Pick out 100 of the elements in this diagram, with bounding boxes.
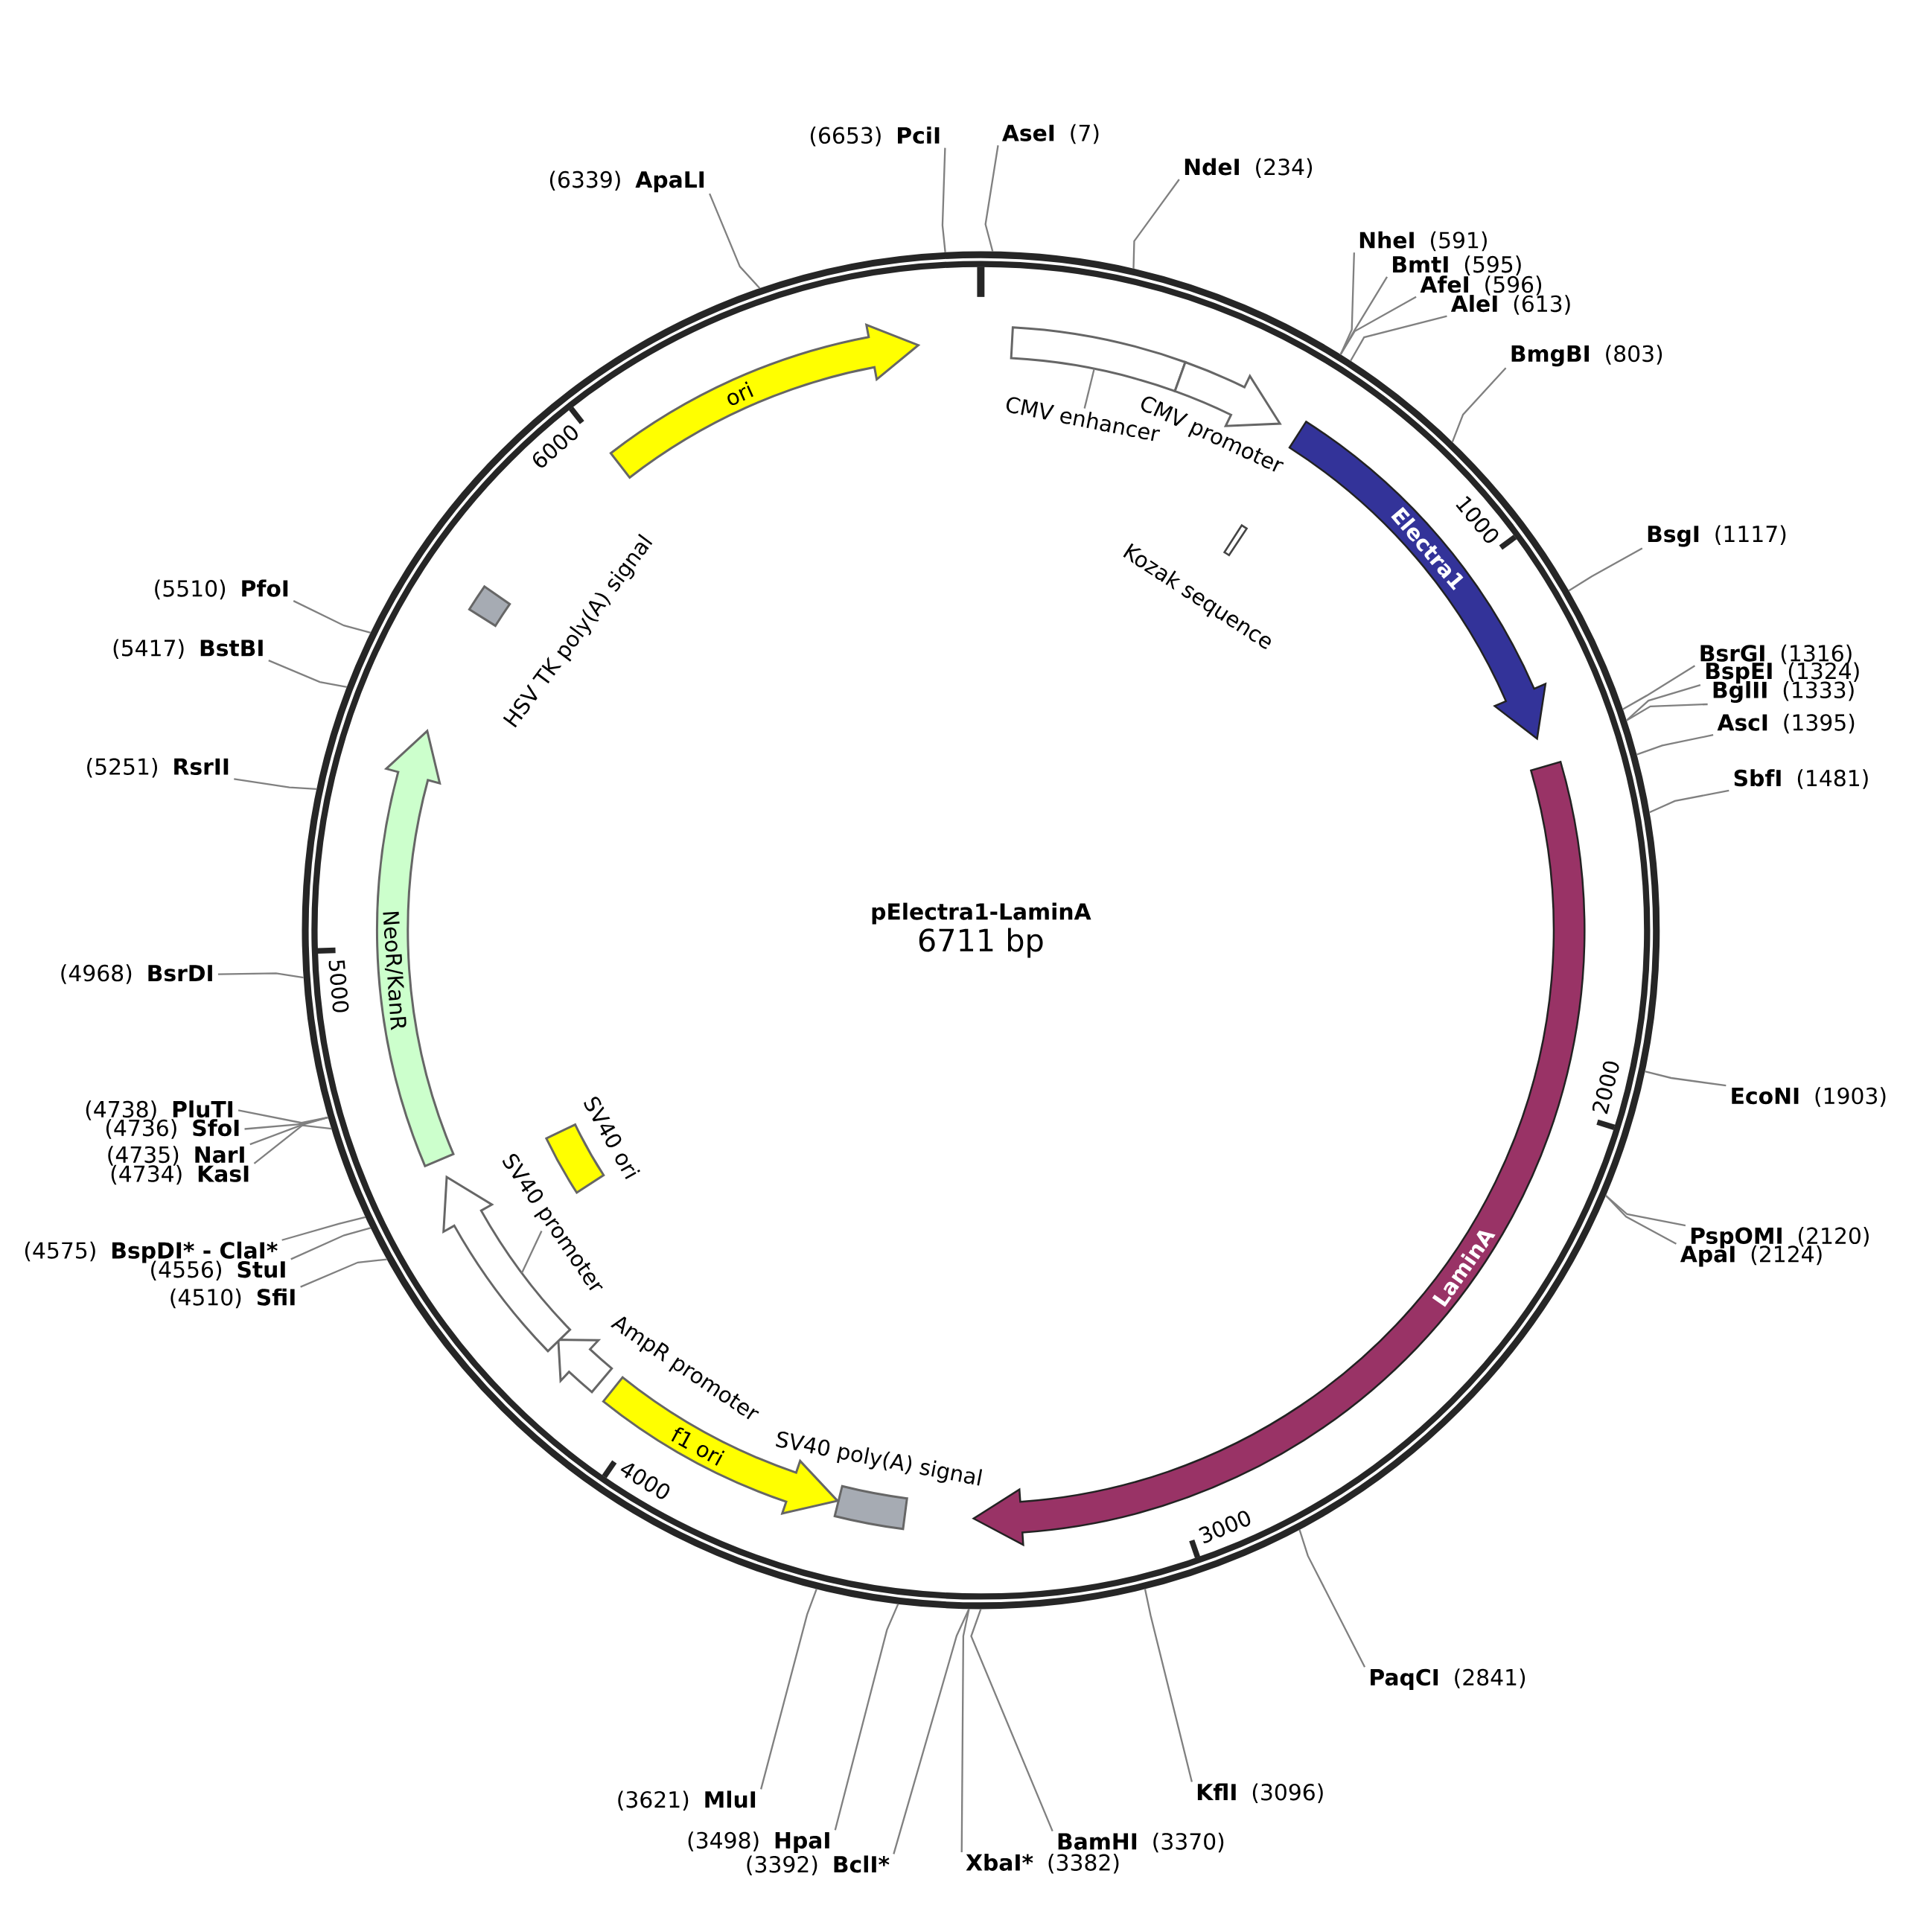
cut-position: (3370) xyxy=(1153,1832,1224,1853)
cut-position: (234) xyxy=(1256,158,1313,178)
leader-line xyxy=(834,1604,899,1831)
leader-line xyxy=(1625,684,1701,721)
cut-position: (7) xyxy=(1071,124,1099,144)
leader-line xyxy=(520,1230,543,1274)
scale-label: 4000 xyxy=(620,1463,670,1499)
leader-line xyxy=(268,660,348,688)
cut-position: (4510) xyxy=(170,1288,241,1309)
cut-position: (3621) xyxy=(618,1790,689,1811)
leader-line xyxy=(293,600,372,634)
plasmid-name: pElectra1-LaminA xyxy=(872,902,1091,925)
enzyme-name: RsrII xyxy=(174,758,229,775)
leader-line xyxy=(760,1588,817,1790)
enzyme-name: PluTI xyxy=(173,1100,233,1118)
cut-position: (1903) xyxy=(1815,1087,1886,1107)
cut-position: (1333) xyxy=(1783,681,1854,701)
enzyme-name: StuI xyxy=(237,1260,285,1278)
cut-position: (4738) xyxy=(86,1100,156,1120)
cut-position: (5251) xyxy=(87,757,157,778)
leader-line xyxy=(1626,703,1708,721)
enzyme-name: SfiI xyxy=(257,1288,295,1306)
leader-line xyxy=(1648,789,1729,814)
leader-line xyxy=(970,1609,1053,1832)
feature-label: ori xyxy=(727,381,753,406)
plasmid-size: 6711 bp xyxy=(919,928,1043,958)
cut-position: (3498) xyxy=(688,1831,759,1852)
enzyme-name: KflI xyxy=(1197,1783,1236,1801)
enzyme-name: AseI xyxy=(1002,124,1054,141)
enzyme-name: PaqCI xyxy=(1371,1668,1438,1690)
enzyme-name: AleI xyxy=(1450,295,1497,313)
cut-position: (1117) xyxy=(1715,525,1786,545)
cut-position: (6339) xyxy=(549,170,620,191)
leader-line xyxy=(217,972,304,979)
cut-position: (1481) xyxy=(1797,769,1868,789)
enzyme-name: KasI xyxy=(198,1165,249,1182)
leader-line xyxy=(234,778,317,791)
cut-position: (591) xyxy=(1431,231,1487,252)
leader-line xyxy=(281,1216,366,1241)
leader-line xyxy=(1298,1529,1366,1668)
cut-position: (3096) xyxy=(1252,1783,1323,1803)
leader-line xyxy=(1339,296,1417,355)
cut-position: (1395) xyxy=(1784,713,1855,734)
cut-position: (5510) xyxy=(155,579,226,600)
enzyme-name: PfoI xyxy=(242,579,288,597)
leader-line xyxy=(1636,734,1714,756)
leader-line xyxy=(1604,1195,1677,1245)
leader-line xyxy=(960,1609,970,1852)
cut-position: (4736) xyxy=(106,1119,176,1139)
scale-label: 5000 xyxy=(328,960,349,1012)
leader-line xyxy=(893,1608,970,1854)
cut-position: (613) xyxy=(1514,295,1570,315)
enzyme-name: BmgBI xyxy=(1511,345,1589,367)
enzyme-name: BsgI xyxy=(1648,526,1699,547)
enzyme-name: AfeI xyxy=(1420,275,1468,293)
leader-line xyxy=(253,1124,332,1164)
enzyme-name: BclI* xyxy=(834,1855,890,1873)
cut-position: (4575) xyxy=(25,1241,95,1262)
leader-line xyxy=(941,147,946,252)
leader-line xyxy=(1568,547,1643,592)
leader-line xyxy=(1451,367,1507,442)
enzyme-name: BamHI xyxy=(1058,1833,1137,1850)
enzyme-name: ApaLI xyxy=(635,171,704,193)
enzyme-name: SfoI xyxy=(193,1119,239,1137)
enzyme-name: EcoNI xyxy=(1732,1088,1799,1105)
cut-position: (803) xyxy=(1606,345,1662,365)
enzyme-name: NarI xyxy=(195,1146,244,1164)
leader-line xyxy=(290,1227,372,1260)
enzyme-name: BstBI xyxy=(200,640,263,657)
leader-line xyxy=(237,1109,329,1124)
cut-position: (5417) xyxy=(113,639,184,660)
cut-position: (3392) xyxy=(747,1855,817,1875)
enzyme-name: XbaI* xyxy=(966,1853,1033,1871)
cut-position: (6653) xyxy=(810,127,881,147)
feature-label: f1 ori xyxy=(671,1427,725,1466)
cut-position: (2841) xyxy=(1455,1668,1525,1688)
leader-line xyxy=(1144,1589,1193,1782)
enzyme-name: PciI xyxy=(898,127,940,144)
leader-line xyxy=(709,193,761,290)
leader-line xyxy=(300,1258,387,1288)
enzyme-name: BmtI xyxy=(1393,256,1448,272)
cut-position: (3382) xyxy=(1048,1853,1119,1874)
enzyme-name: SbfI xyxy=(1734,769,1781,787)
leader-line xyxy=(1622,665,1696,710)
cut-position: (4968) xyxy=(61,964,132,984)
enzyme-name: HpaI xyxy=(775,1832,829,1853)
enzyme-name: BsrGI xyxy=(1700,645,1764,662)
leader-line xyxy=(1339,252,1355,355)
enzyme-name: BsrDI xyxy=(148,965,212,982)
leader-line xyxy=(1132,179,1180,269)
feature-box xyxy=(1010,326,1187,392)
cut-position: (4734) xyxy=(111,1164,182,1185)
cut-position: (596) xyxy=(1485,275,1542,296)
leader-line xyxy=(984,145,999,252)
scale-label: 3000 xyxy=(1199,1511,1251,1543)
enzyme-name: NheI xyxy=(1359,231,1414,249)
cut-position: (595) xyxy=(1464,255,1521,275)
enzyme-name: NdeI xyxy=(1185,158,1239,176)
leader-line xyxy=(1083,369,1095,409)
feature-label: SV40 poly(A) signal xyxy=(776,1431,983,1486)
